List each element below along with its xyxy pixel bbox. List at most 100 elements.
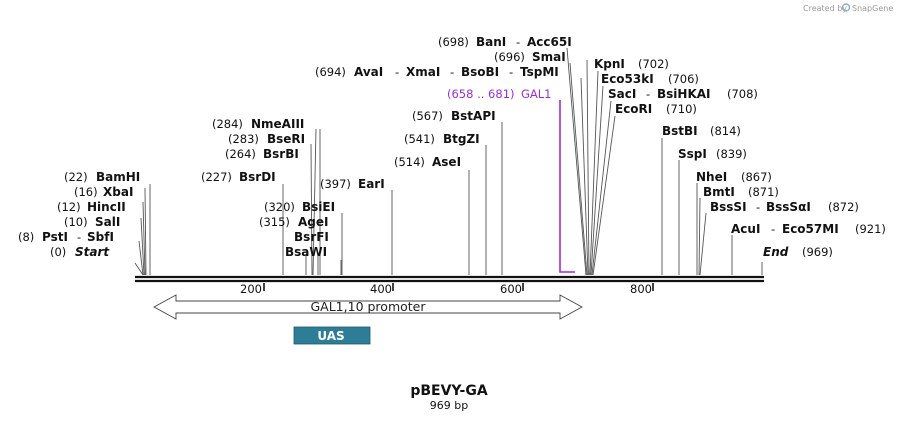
site-enzyme: NmeAIII [251, 117, 304, 131]
site-enzyme: BsaWI [285, 245, 327, 259]
site-connectors [134, 47, 763, 276]
site-enzyme: BssSαI [766, 200, 811, 214]
site-enzyme: BtgZI [443, 132, 480, 146]
site-pos: (22) [64, 170, 88, 184]
site-enzyme: BstAPI [451, 109, 496, 123]
site-enzyme: EarI [358, 177, 385, 191]
site-separator: - [756, 200, 760, 214]
site-enzyme: EcoRI [615, 102, 652, 116]
site-enzyme: XmaI [406, 65, 440, 79]
site-enzyme: SspI [678, 147, 707, 161]
site-enzyme: BsrFI [294, 230, 329, 244]
tick-label-200: 200 [240, 282, 262, 296]
site-separator: - [450, 65, 454, 79]
site-pos: (8) [18, 230, 34, 244]
site-enzyme: PstI [42, 230, 68, 244]
site-enzyme: SalI [95, 215, 120, 229]
site-pos: (710) [666, 102, 697, 116]
plasmid-size: 969 bp [430, 399, 468, 412]
gal1-marker [559, 100, 575, 273]
site-separator: - [771, 222, 775, 236]
site-enzyme: BsiHKAI [657, 87, 711, 101]
site-pos: (284) [212, 117, 243, 131]
site-pos: (696) [494, 50, 525, 64]
site-enzyme: SbfI [87, 230, 114, 244]
site-pos: (514) [394, 155, 425, 169]
site-pos: (320) [264, 200, 295, 214]
site-pos: (0) [50, 245, 66, 259]
start-label: Start [75, 245, 110, 259]
site-pos: (839) [716, 147, 747, 161]
site-enzyme: BamHI [96, 170, 140, 184]
plasmid-name: pBEVY-GA [410, 383, 487, 399]
site-enzyme: Acc65I [527, 35, 572, 49]
snapgene-credit: Created by SnapGene [803, 3, 893, 13]
promoter-label: GAL1,10 promoter [310, 299, 426, 314]
site-enzyme: BssSI [710, 200, 747, 214]
site-separator: - [77, 230, 81, 244]
gal1-name: GAL1 [521, 87, 552, 101]
tick-label-600: 600 [500, 282, 522, 296]
site-enzyme: BseRI [267, 132, 305, 146]
site-pos: (541) [404, 132, 435, 146]
credit-text: Created by [803, 4, 847, 13]
site-enzyme: KpnI [594, 57, 625, 71]
site-separator: - [516, 35, 520, 49]
site-enzyme: BsrBI [263, 147, 299, 161]
snapgene-logo-icon [841, 3, 851, 12]
site-enzyme: XbaI [103, 185, 133, 199]
uas-feature: UAS [293, 326, 371, 345]
gal1-label-group: (658 .. 681) GAL1 [447, 87, 552, 101]
site-enzyme: BstBI [662, 124, 698, 138]
site-pos: (708) [727, 87, 758, 101]
site-enzyme: AcuI [731, 222, 760, 236]
left-site-labels: (698) BanI - Acc65I (696) SmaI (694) Ava… [18, 35, 572, 259]
backbone [135, 275, 764, 283]
site-pos: (12) [57, 200, 81, 214]
site-pos: (872) [828, 200, 859, 214]
site-enzyme: BmtI [703, 185, 735, 199]
site-separator: - [509, 65, 513, 79]
site-enzyme: BsrDI [239, 170, 276, 184]
site-pos: (921) [855, 222, 886, 236]
site-enzyme: BanI [476, 35, 506, 49]
site-pos: (283) [228, 132, 259, 146]
site-pos: (315) [259, 215, 290, 229]
site-enzyme: SmaI [532, 50, 566, 64]
site-pos: (814) [710, 124, 741, 138]
site-enzyme: Eco53kI [601, 72, 654, 86]
site-pos: (567) [412, 109, 443, 123]
site-enzyme: Eco57MI [782, 222, 839, 236]
site-enzyme: HincII [87, 200, 126, 214]
site-enzyme: BsoBI [461, 65, 499, 79]
site-pos: (706) [668, 72, 699, 86]
site-separator: - [395, 65, 399, 79]
right-site-labels: KpnI (702) Eco53kI (706) SacI - BsiHKAI … [594, 57, 886, 259]
site-pos: (871) [748, 185, 779, 199]
scale: 200 400 600 800 [240, 282, 654, 296]
site-pos: (969) [802, 245, 833, 259]
end-label: End [763, 245, 789, 259]
site-separator: - [646, 87, 650, 101]
site-enzyme: BsiEI [302, 200, 335, 214]
credit-brand: SnapGene [852, 4, 893, 13]
site-pos: (694) [315, 65, 346, 79]
site-enzyme: TspMI [520, 65, 559, 79]
site-pos: (397) [320, 177, 351, 191]
site-pos: (264) [225, 147, 256, 161]
promoter-feature: GAL1,10 promoter [153, 294, 583, 320]
site-enzyme: AvaI [354, 65, 383, 79]
site-enzyme: NheI [696, 170, 727, 184]
uas-label: UAS [317, 329, 344, 343]
site-pos: (10) [64, 215, 88, 229]
site-pos: (16) [74, 185, 98, 199]
tick-label-800: 800 [630, 282, 652, 296]
tick-label-400: 400 [370, 282, 392, 296]
site-pos: (227) [201, 170, 232, 184]
site-enzyme: SacI [608, 87, 636, 101]
site-enzyme: AseI [432, 155, 461, 169]
site-enzyme: AgeI [298, 215, 328, 229]
gal1-range: (658 .. 681) [447, 87, 515, 101]
site-pos: (702) [638, 57, 669, 71]
